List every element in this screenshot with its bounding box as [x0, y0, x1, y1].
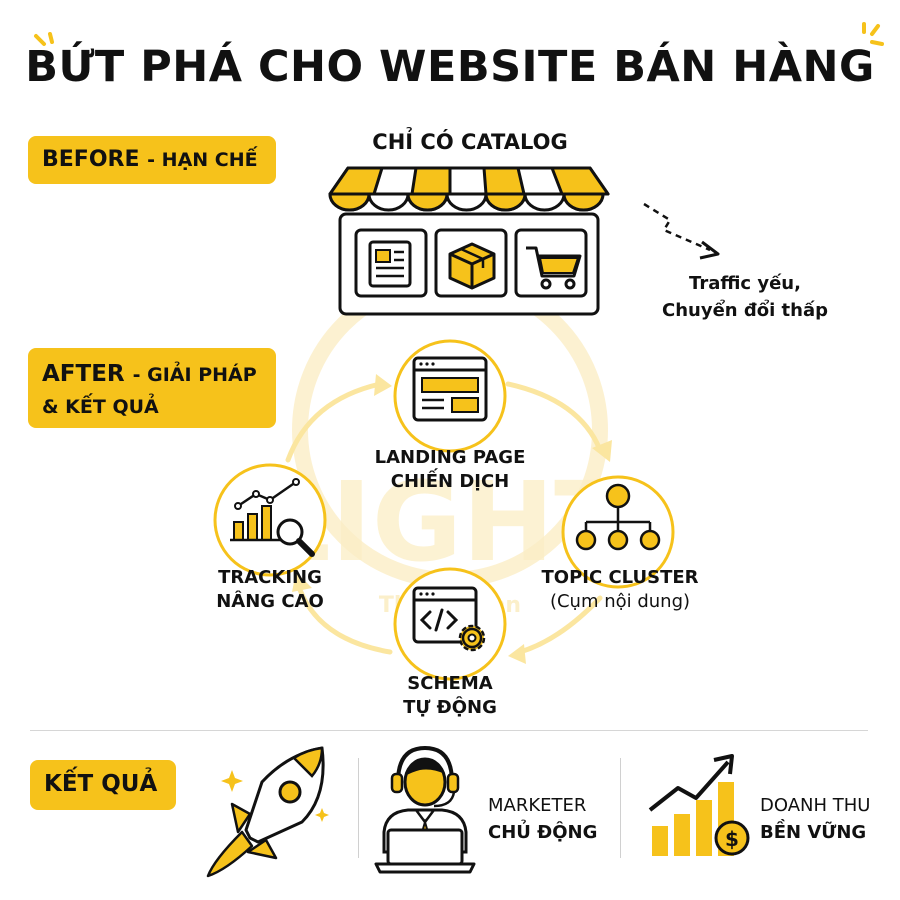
marketer-label: MARKETER CHỦ ĐỘNG — [488, 792, 608, 846]
revenue-line-2: BỀN VỮNG — [760, 822, 867, 843]
schema-line-2: TỰ ĐỘNG — [403, 697, 497, 718]
before-sub: - HẠN CHẾ — [147, 149, 258, 171]
declining-arrow-icon — [643, 202, 720, 260]
dollar-symbol: $ — [725, 827, 739, 851]
arrow-topic-to-schema — [517, 595, 603, 655]
schema-label: SCHEMA TỰ ĐỘNG — [340, 672, 560, 720]
after-badge: AFTER - GIẢI PHÁP & KẾT QUẢ — [28, 348, 276, 428]
landing-label: LANDING PAGE CHIẾN DỊCH — [340, 446, 560, 494]
schema-node — [393, 567, 507, 681]
topic-line-1: TOPIC CLUSTER — [541, 567, 699, 588]
topic-label: TOPIC CLUSTER (Cụm nội dung) — [520, 566, 720, 614]
tracking-line-1: TRACKING — [218, 567, 322, 588]
code-gear-icon — [412, 586, 486, 652]
marketer-line-1: MARKETER — [488, 795, 587, 816]
landing-line-2: CHIẾN DỊCH — [390, 471, 510, 492]
revenue-label: DOANH THU BỀN VỮNG — [760, 792, 890, 846]
section-divider — [30, 730, 868, 731]
after-main: AFTER — [42, 361, 125, 387]
page-title: BỨT PHÁ CHO WEBSITE BÁN HÀNG — [25, 42, 875, 92]
newspaper-icon — [368, 240, 412, 288]
rocket-icon — [206, 746, 329, 878]
analytics-magnifier-icon — [230, 478, 315, 557]
marketer-laptop-icon — [374, 745, 476, 874]
after-sub-2: & KẾT QUẢ — [42, 396, 159, 418]
arrow-landing-to-topic — [505, 381, 603, 453]
tracking-node — [213, 463, 327, 577]
traffic-line-2: Chuyển đổi thấp — [662, 300, 828, 321]
topic-line-2: (Cụm nội dung) — [549, 591, 691, 612]
topic-node — [561, 475, 675, 589]
after-sub-1: - GIẢI PHÁP — [132, 364, 257, 386]
traffic-line-1: Traffic yếu, — [689, 273, 801, 294]
landing-node — [393, 339, 507, 453]
shopping-cart-icon — [526, 246, 582, 290]
hierarchy-icon — [575, 483, 661, 551]
result-divider-2 — [620, 758, 621, 858]
catalog-label: CHỈ CÓ CATALOG — [372, 130, 568, 154]
arrow-schema-to-tracking — [297, 587, 393, 655]
browser-landing-icon — [412, 356, 488, 422]
result-badge: KẾT QUẢ — [30, 760, 176, 810]
result-divider-1 — [358, 758, 359, 858]
sparkle-right-icon — [862, 22, 884, 46]
arrow-tracking-to-landing — [285, 381, 383, 463]
tracking-line-2: NÂNG CAO — [216, 591, 324, 612]
package-box-icon — [448, 242, 496, 290]
revenue-line-1: DOANH THU — [760, 795, 871, 816]
growth-dollar-icon: $ — [648, 754, 750, 856]
marketer-line-2: CHỦ ĐỘNG — [488, 822, 598, 843]
landing-line-1: LANDING PAGE — [374, 447, 526, 468]
before-main: BEFORE — [42, 147, 140, 172]
schema-line-1: SCHEMA — [407, 673, 493, 694]
sparkle-left-icon — [30, 32, 54, 56]
traffic-note: Traffic yếu, Chuyển đổi thấp — [620, 270, 870, 324]
before-badge: BEFORE - HẠN CHẾ — [28, 136, 276, 184]
tracking-label: TRACKING NÂNG CAO — [170, 566, 370, 614]
